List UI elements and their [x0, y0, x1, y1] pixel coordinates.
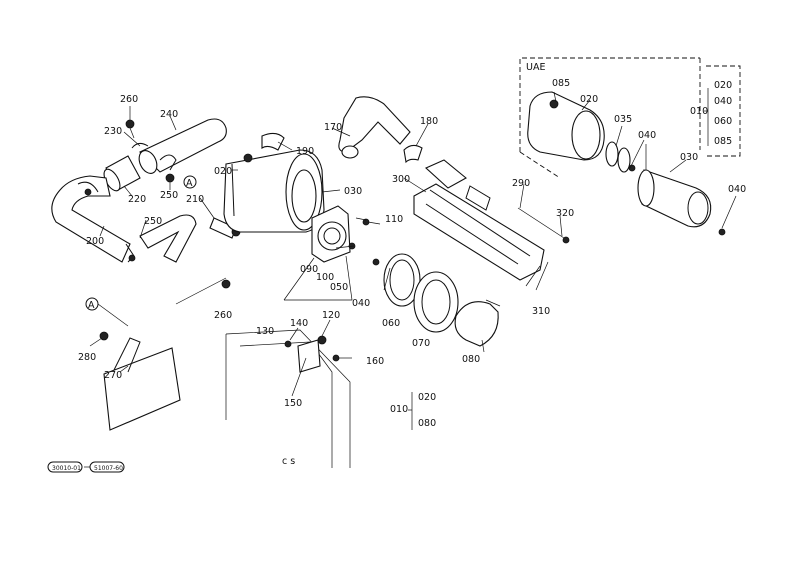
- uae-callout-020: 020: [580, 94, 598, 105]
- callout-130: 130: [256, 326, 274, 337]
- uae-variant-box: [519, 57, 741, 179]
- callout-310: 310: [532, 306, 550, 317]
- callout-120: 120: [322, 310, 340, 321]
- ref-marker-a-lower: A: [88, 300, 95, 311]
- part-callouts: 260 240 230 220 250 210 200 250 190 020 …: [78, 62, 746, 409]
- kit-uae-prefix: 010: [690, 106, 708, 117]
- callout-leaders: [89, 91, 737, 397]
- serial-range: 30010-01 51007-60: [47, 461, 125, 473]
- callout-210: 210: [186, 194, 204, 205]
- mounting-bracket: [85, 297, 181, 431]
- callout-260: 260: [120, 94, 138, 105]
- uae-callout-040: 040: [638, 130, 656, 141]
- callout-250-lower: 250: [144, 216, 162, 227]
- uae-callout-085: 085: [552, 78, 570, 89]
- kit-list-uae: 010 020 040 060 085: [690, 80, 732, 147]
- callout-250: 250: [160, 190, 178, 201]
- callout-170: 170: [324, 122, 342, 133]
- callout-040: 040: [352, 298, 370, 309]
- callout-160: 160: [366, 356, 384, 367]
- mounting-panel: [175, 277, 351, 468]
- filter-elements: [348, 218, 501, 347]
- kit-main-item-020: 020: [418, 392, 436, 403]
- pre-cleaner-pipe: [338, 96, 423, 164]
- air-cleaner-body: [223, 132, 353, 301]
- callout-100: 100: [316, 272, 334, 283]
- uae-label: UAE: [526, 62, 545, 73]
- callout-280: 280: [78, 352, 96, 363]
- page-stamp: c s: [282, 456, 295, 467]
- callout-020: 020: [214, 166, 232, 177]
- callout-140: 140: [290, 318, 308, 329]
- callout-300: 300: [392, 174, 410, 185]
- uae-callout-040-right: 040: [728, 184, 746, 195]
- callout-240: 240: [160, 109, 178, 120]
- kit-uae-item-040: 040: [714, 96, 732, 107]
- kit-list-main: 010 020 080: [390, 392, 436, 430]
- callout-220: 220: [128, 194, 146, 205]
- callout-190: 190: [296, 146, 314, 157]
- uae-air-cleaner: [527, 91, 726, 236]
- callout-290: 290: [512, 178, 530, 189]
- callout-230: 230: [104, 126, 122, 137]
- kit-main-item-080: 080: [418, 418, 436, 429]
- callout-080: 080: [462, 354, 480, 365]
- callout-030: 030: [344, 186, 362, 197]
- bracket-frame: [413, 159, 570, 291]
- callout-200: 200: [86, 236, 104, 247]
- serial-from: 30010-01: [52, 465, 81, 472]
- callout-090: 090: [300, 264, 318, 275]
- kit-uae-item-060: 060: [714, 116, 732, 127]
- callout-270: 270: [104, 370, 122, 381]
- callout-060: 060: [382, 318, 400, 329]
- kit-uae-item-085: 085: [714, 136, 732, 147]
- kit-uae-item-020: 020: [714, 80, 732, 91]
- serial-to: 51007-60: [94, 465, 123, 472]
- callout-070: 070: [412, 338, 430, 349]
- uae-callout-030: 030: [680, 152, 698, 163]
- ref-marker-a-upper: A: [186, 178, 193, 189]
- callout-110: 110: [385, 214, 403, 225]
- callout-180: 180: [420, 116, 438, 127]
- uae-callout-035: 035: [614, 114, 632, 125]
- callout-150: 150: [284, 398, 302, 409]
- callout-320: 320: [556, 208, 574, 219]
- intake-pipe-assembly: [51, 118, 241, 263]
- kit-main-prefix: 010: [390, 404, 408, 415]
- callout-260-lower: 260: [214, 310, 232, 321]
- callout-050: 050: [330, 282, 348, 293]
